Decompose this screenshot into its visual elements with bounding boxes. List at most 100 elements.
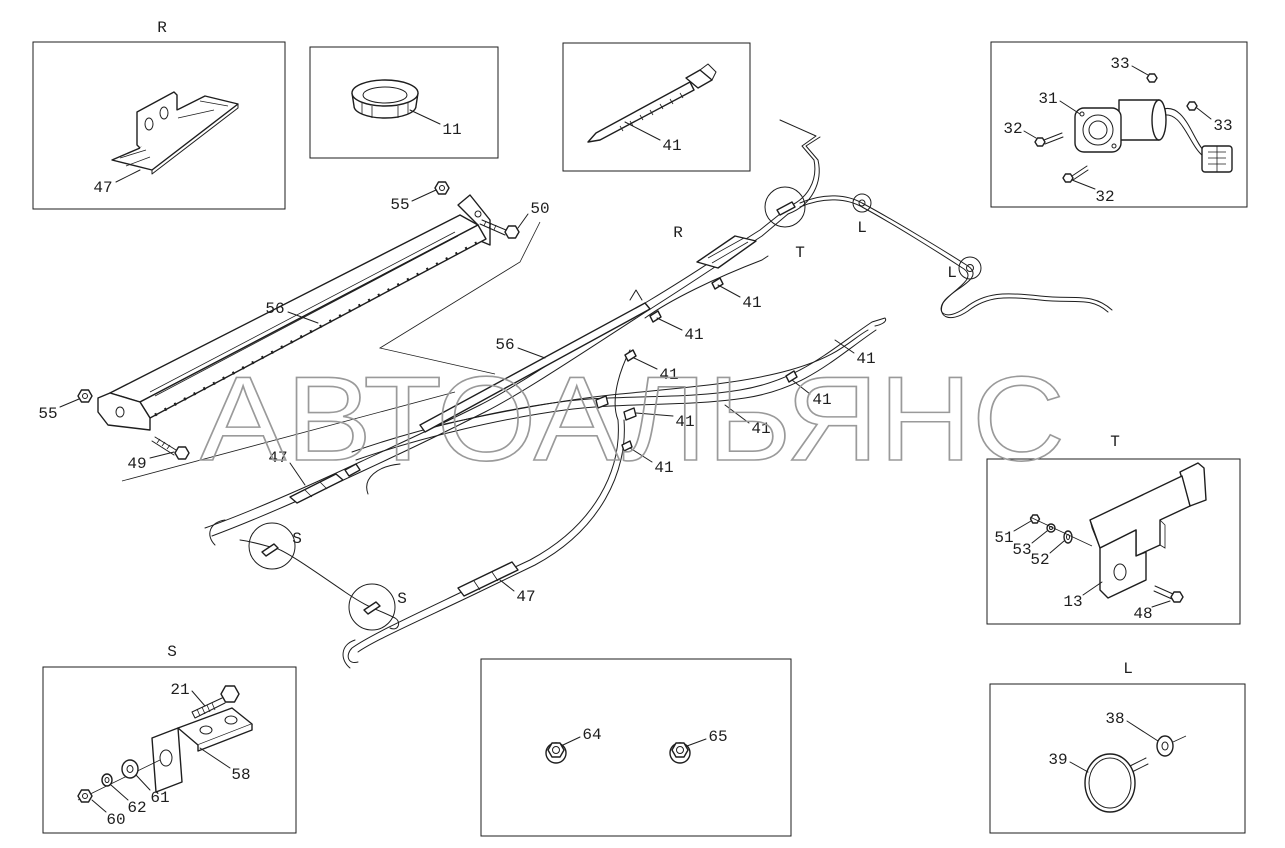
leader-41-f bbox=[635, 412, 674, 417]
leader-55-upper bbox=[411, 189, 437, 202]
callout-60: 60 bbox=[106, 811, 125, 829]
cable-tie-41-drawing bbox=[587, 63, 717, 143]
bolt-49-drawing bbox=[151, 436, 190, 460]
callout-33-upper: 33 bbox=[1110, 55, 1129, 73]
callout-41-tie: 41 bbox=[662, 137, 681, 155]
view-circle-l-upper bbox=[852, 193, 872, 213]
callout-11: 11 bbox=[442, 121, 461, 139]
detail-view-s-frame bbox=[42, 666, 297, 834]
callout-21: 21 bbox=[170, 681, 189, 699]
view-marker-r: R bbox=[673, 224, 683, 242]
leader-56-upper bbox=[287, 311, 319, 324]
assembly-axis-s bbox=[77, 759, 161, 801]
detail-view-r: R 47 bbox=[32, 19, 286, 210]
leader-32-lower bbox=[1071, 179, 1096, 190]
detail-view-r-frame bbox=[32, 41, 286, 210]
leader-33-upper bbox=[1131, 65, 1149, 76]
leader-62 bbox=[110, 784, 129, 801]
clip-r-drawing bbox=[696, 235, 757, 269]
leader-38 bbox=[1126, 720, 1159, 742]
callout-32-upper: 32 bbox=[1003, 120, 1022, 138]
leader-31 bbox=[1059, 100, 1081, 115]
leader-60 bbox=[91, 799, 107, 813]
callout-33-right: 33 bbox=[1213, 117, 1232, 135]
detail-view-nuts: 64 65 bbox=[480, 658, 792, 837]
leader-41-e bbox=[791, 379, 811, 395]
callout-51: 51 bbox=[994, 529, 1013, 547]
mounting-pointer-line bbox=[378, 221, 541, 375]
bracket-58-drawing bbox=[151, 707, 253, 793]
nut-64-drawing bbox=[545, 742, 567, 764]
leader-41-a bbox=[717, 284, 741, 298]
connector-31-drawing bbox=[1074, 99, 1233, 173]
bracket-47-drawing bbox=[111, 91, 239, 175]
callout-41-c: 41 bbox=[856, 350, 875, 368]
view-marker-l-upper: L bbox=[857, 219, 867, 237]
nut-60-drawing bbox=[77, 789, 93, 803]
callout-41-g: 41 bbox=[751, 420, 770, 438]
leader-41-h bbox=[629, 447, 653, 463]
callout-47-r: 47 bbox=[93, 179, 112, 197]
callout-55-lower: 55 bbox=[38, 405, 57, 423]
callout-65: 65 bbox=[708, 728, 727, 746]
callout-47-lower: 47 bbox=[516, 588, 535, 606]
leader-64 bbox=[562, 736, 581, 746]
leader-52 bbox=[1049, 540, 1065, 554]
nut-55-upper-drawing bbox=[434, 181, 450, 195]
detail-view-tie: 41 bbox=[562, 42, 751, 172]
detail-view-nuts-frame bbox=[480, 658, 792, 837]
detail-view-l-frame bbox=[989, 683, 1246, 834]
watermark: АВТОАЛЬЯНС bbox=[200, 352, 1065, 486]
grommet-39-drawing bbox=[1084, 753, 1149, 813]
detail-view-t: T 51 53 52 13 bbox=[986, 433, 1241, 625]
callout-31: 31 bbox=[1038, 90, 1057, 108]
callout-58: 58 bbox=[231, 766, 250, 784]
detail-view-s-title: S bbox=[167, 643, 177, 661]
nut-33-right-drawing bbox=[1186, 101, 1198, 111]
detail-view-l: L 38 39 bbox=[989, 660, 1246, 834]
nut-33-upper-drawing bbox=[1146, 73, 1158, 83]
callout-47-upper: 47 bbox=[268, 449, 287, 467]
nut-55-lower-drawing bbox=[77, 389, 93, 403]
leader-56-lower bbox=[517, 347, 546, 359]
view-circle-l-lower bbox=[958, 256, 982, 280]
detail-view-t-frame bbox=[986, 458, 1241, 625]
detail-view-connector: 33 31 32 33 32 bbox=[990, 41, 1248, 208]
leader-11 bbox=[409, 109, 441, 125]
detail-view-tie-frame bbox=[562, 42, 751, 172]
callout-56-lower: 56 bbox=[495, 336, 514, 354]
leader-48 bbox=[1151, 600, 1171, 608]
detail-view-r-title: R bbox=[157, 19, 167, 37]
leader-55-lower bbox=[59, 398, 80, 408]
callout-13: 13 bbox=[1063, 593, 1082, 611]
main-assembly: 55 50 56 56 55 49 41 41 41 41 41 41 41 4… bbox=[38, 119, 1113, 669]
leader-61 bbox=[135, 774, 151, 791]
bolt-21-drawing bbox=[191, 685, 240, 719]
detail-view-s: S 21 bbox=[42, 643, 297, 834]
nut-65-drawing bbox=[669, 742, 691, 764]
view-marker-t: T bbox=[795, 244, 805, 262]
callout-41-f: 41 bbox=[675, 413, 694, 431]
harness-bracket-56-drawing bbox=[419, 289, 651, 433]
leader-33-right bbox=[1196, 107, 1212, 120]
callout-41-d: 41 bbox=[659, 366, 678, 384]
mounting-pointer-line-lower bbox=[121, 391, 456, 482]
leader-41-b bbox=[656, 317, 683, 331]
view-marker-l-lower: L bbox=[947, 264, 957, 282]
leader-47-r bbox=[115, 169, 141, 183]
leader-41-tie bbox=[624, 121, 661, 141]
washer-38-drawing bbox=[1156, 735, 1187, 757]
callout-64: 64 bbox=[582, 726, 601, 744]
callout-39: 39 bbox=[1048, 751, 1067, 769]
detail-view-seal: 11 bbox=[309, 46, 499, 159]
callout-41-h: 41 bbox=[654, 459, 673, 477]
washer-52-drawing bbox=[1063, 530, 1073, 544]
view-marker-s-left: S bbox=[292, 530, 302, 548]
clip-47-upper-drawing bbox=[289, 463, 361, 504]
clip-47-lower-drawing bbox=[457, 561, 519, 597]
leader-47-lower bbox=[499, 579, 515, 592]
leader-32-upper bbox=[1023, 130, 1037, 139]
leader-53 bbox=[1031, 530, 1048, 544]
bolt-32-lower-drawing bbox=[1062, 165, 1089, 183]
detail-view-l-title: L bbox=[1123, 660, 1133, 678]
